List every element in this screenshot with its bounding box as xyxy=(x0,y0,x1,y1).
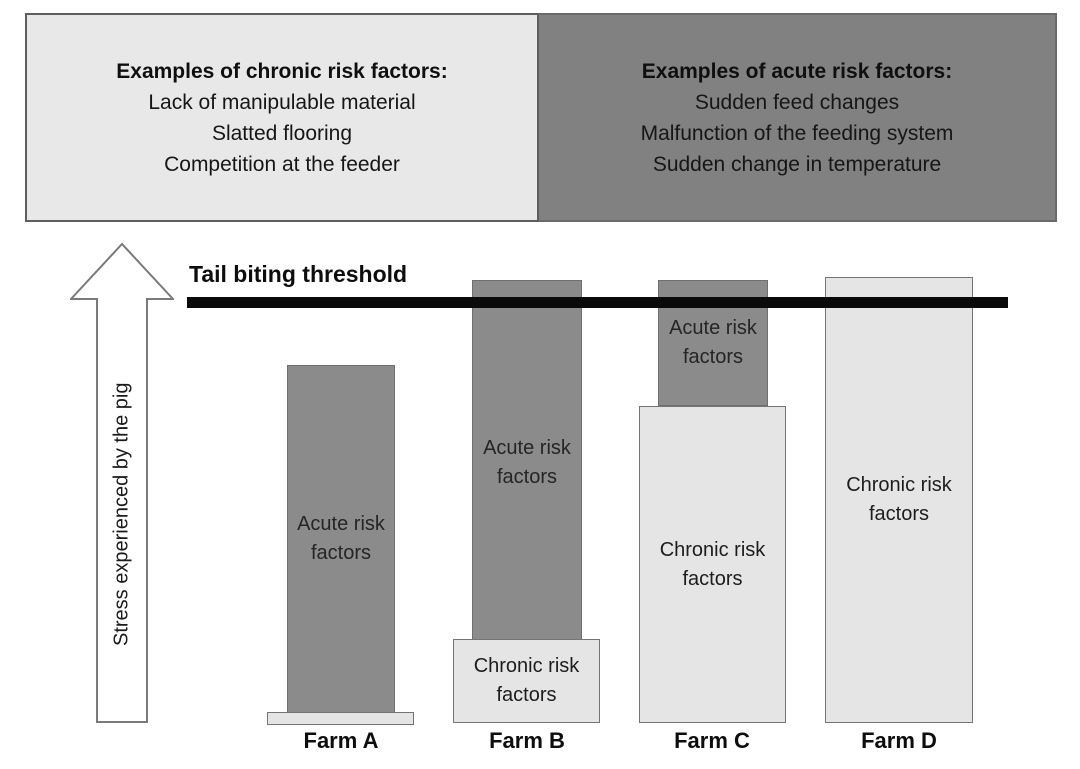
farm-d-chronic-bar: Chronic risk factors xyxy=(825,277,973,723)
farm-c-name: Farm C xyxy=(674,728,750,753)
farm-a-name: Farm A xyxy=(303,728,379,753)
farm-b-chronic-box: Chronic risk factors xyxy=(453,639,600,723)
farm-b-name: Farm B xyxy=(489,728,565,753)
chronic-example-item: Slatted flooring xyxy=(211,121,353,145)
threshold-label: Tail biting threshold xyxy=(189,261,408,287)
acute-example-item: Sudden change in temperature xyxy=(652,152,942,176)
stress-axis-label: Stress experienced by the pig xyxy=(110,382,133,646)
chronic-example-item: Lack of manipulable material xyxy=(148,90,416,114)
farm-b-acute-bar: Acute risk factors xyxy=(472,280,582,645)
threshold-line xyxy=(187,297,1008,308)
acute-example-item: Sudden feed changes xyxy=(694,90,900,114)
chronic-example-item: Competition at the feeder xyxy=(164,152,400,176)
farm-c-chronic-bar: Chronic risk factors xyxy=(639,406,786,723)
farm-d-chronic-label: Chronic risk factors xyxy=(846,474,952,525)
farm-b-acute-label: Acute risk factors xyxy=(483,436,571,488)
farm-c-chronic-label: Chronic risk factors xyxy=(659,538,766,590)
farm-c-acute-label: Acute risk factors xyxy=(669,317,757,368)
acute-example-item: Malfunction of the feeding system xyxy=(640,121,954,145)
farm-a-chronic-strip xyxy=(267,712,414,725)
chronic-examples-box: Examples of chronic risk factors: Lack o… xyxy=(25,13,539,222)
chronic-examples-title: Examples of chronic risk factors: xyxy=(116,59,448,83)
up-arrow-icon xyxy=(70,242,174,723)
farm-a-acute-label: Acute risk factors xyxy=(297,513,385,564)
acute-examples-title: Examples of acute risk factors: xyxy=(641,59,953,83)
farm-d-name: Farm D xyxy=(861,728,937,753)
farm-a-acute-bar: Acute risk factors xyxy=(287,365,395,713)
acute-examples-box: Examples of acute risk factors: Sudden f… xyxy=(539,13,1057,222)
farm-b-chronic-label: Chronic risk factors xyxy=(473,655,580,706)
